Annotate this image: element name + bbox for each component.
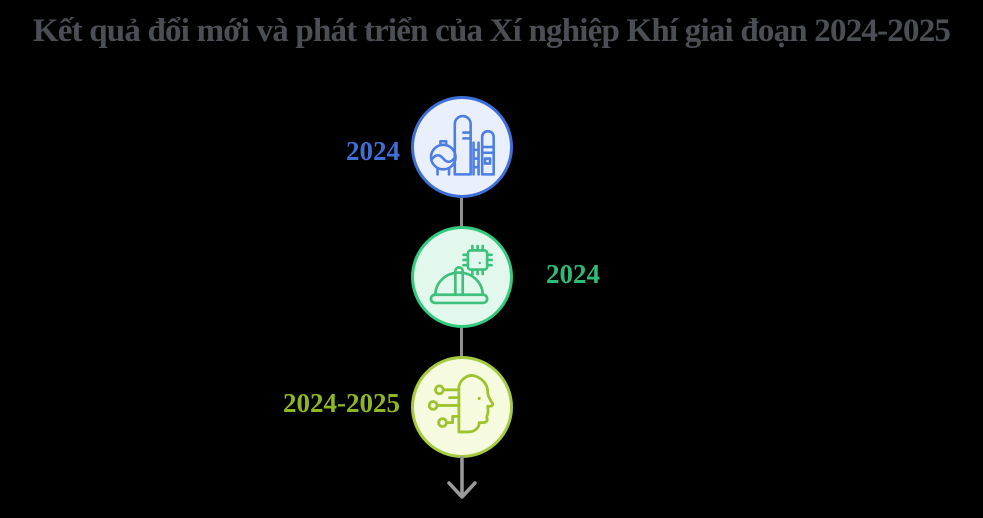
timeline-node-2024-2025-ai: [411, 356, 513, 458]
ai-head-circuit-icon: [423, 367, 501, 447]
year-label-2024-2025: 2024-2025: [283, 388, 400, 418]
industrial-plant-icon: [426, 109, 498, 185]
hard-hat-chip-icon: [425, 240, 499, 314]
year-label-2024-green: 2024: [546, 259, 600, 289]
timeline-connector-2: [460, 328, 463, 357]
timeline-node-2024-construction: [411, 226, 513, 328]
down-arrow-icon: [444, 454, 480, 513]
page-title: Kết quả đổi mới và phát triển của Xí ngh…: [32, 13, 951, 49]
year-label-2024-blue: 2024: [346, 136, 400, 166]
timeline-connector-1: [460, 198, 463, 227]
timeline-node-2024-plant: [411, 96, 513, 198]
